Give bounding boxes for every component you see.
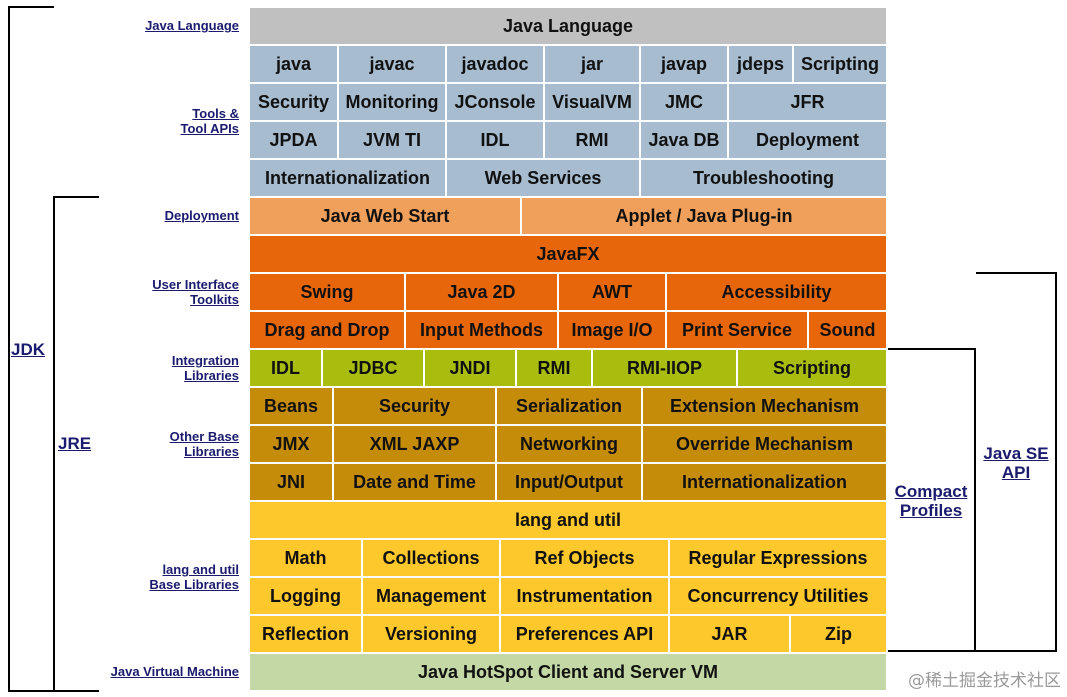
label-java-virtual-machine: Java Virtual Machine <box>110 664 239 679</box>
component-troubleshooting: Troubleshooting <box>640 159 887 197</box>
compact-profiles-bracket-bottom <box>888 650 976 652</box>
java-se-api-bracket-top <box>976 272 1057 274</box>
component-print-service: Print Service <box>666 311 808 349</box>
component-jmc: JMC <box>640 83 728 121</box>
component-serialization: Serialization <box>496 387 642 425</box>
component-internationalization: Internationalization <box>249 159 446 197</box>
component-extension-mechanism: Extension Mechanism <box>642 387 887 425</box>
jdk-bracket-line <box>8 6 10 692</box>
label-java-language: Java Language <box>145 18 239 33</box>
component-xml-jaxp: XML JAXP <box>333 425 496 463</box>
jre-label: JRE <box>57 434 93 453</box>
jre-bracket-top <box>53 196 99 198</box>
component-reflection: Reflection <box>249 615 362 653</box>
jre-bracket-line <box>53 196 55 692</box>
component-security: Security <box>333 387 496 425</box>
jdk-bracket-top <box>8 6 54 8</box>
component-idl: IDL <box>446 121 544 159</box>
component-java-language: Java Language <box>249 7 887 45</box>
component-scripting: Scripting <box>793 45 887 83</box>
component-instrumentation: Instrumentation <box>500 577 669 615</box>
component-java-db: Java DB <box>640 121 728 159</box>
component-java: java <box>249 45 338 83</box>
component-jfr: JFR <box>728 83 887 121</box>
component-javap: javap <box>640 45 728 83</box>
component-jdeps: jdeps <box>728 45 793 83</box>
component-image-i-o: Image I/O <box>558 311 666 349</box>
component-javac: javac <box>338 45 446 83</box>
component-date-and-time: Date and Time <box>333 463 496 501</box>
compact-profiles-bracket-line <box>974 348 976 652</box>
component-rmi: RMI <box>516 349 592 387</box>
component-java-hotspot-client-and-server-vm: Java HotSpot Client and Server VM <box>249 653 887 691</box>
component-preferences-api: Preferences API <box>500 615 669 653</box>
component-ref-objects: Ref Objects <box>500 539 669 577</box>
component-lang-and-util: lang and util <box>249 501 887 539</box>
component-management: Management <box>362 577 500 615</box>
component-jpda: JPDA <box>249 121 338 159</box>
component-rmi: RMI <box>544 121 640 159</box>
component-awt: AWT <box>558 273 666 311</box>
component-jar: JAR <box>669 615 790 653</box>
component-jndi: JNDI <box>424 349 516 387</box>
component-applet-java-plug-in: Applet / Java Plug-in <box>521 197 887 235</box>
compact-profiles-bracket-top <box>888 348 976 350</box>
component-concurrency-utilities: Concurrency Utilities <box>669 577 887 615</box>
component-scripting: Scripting <box>737 349 887 387</box>
component-jni: JNI <box>249 463 333 501</box>
component-jdbc: JDBC <box>322 349 424 387</box>
component-accessibility: Accessibility <box>666 273 887 311</box>
component-override-mechanism: Override Mechanism <box>642 425 887 463</box>
java-se-api-bracket-line <box>1055 272 1057 652</box>
component-rmi-iiop: RMI-IIOP <box>592 349 737 387</box>
component-versioning: Versioning <box>362 615 500 653</box>
component-java-web-start: Java Web Start <box>249 197 521 235</box>
component-security: Security <box>249 83 338 121</box>
component-jconsole: JConsole <box>446 83 544 121</box>
component-jar: jar <box>544 45 640 83</box>
component-input-output: Input/Output <box>496 463 642 501</box>
watermark: @稀土掘金技术社区 <box>908 671 1061 691</box>
component-regular-expressions: Regular Expressions <box>669 539 887 577</box>
component-logging: Logging <box>249 577 362 615</box>
component-jmx: JMX <box>249 425 333 463</box>
component-monitoring: Monitoring <box>338 83 446 121</box>
component-visualvm: VisualVM <box>544 83 640 121</box>
component-input-methods: Input Methods <box>405 311 558 349</box>
component-beans: Beans <box>249 387 333 425</box>
component-networking: Networking <box>496 425 642 463</box>
jre-bracket-bottom <box>53 690 99 692</box>
component-math: Math <box>249 539 362 577</box>
component-javadoc: javadoc <box>446 45 544 83</box>
label-tools-and-tool-apis: Tools &Tool APIs <box>180 106 240 136</box>
component-java-2d: Java 2D <box>405 273 558 311</box>
component-javafx: JavaFX <box>249 235 887 273</box>
component-internationalization: Internationalization <box>642 463 887 501</box>
java-se-api-bracket-bottom <box>976 650 1057 652</box>
component-collections: Collections <box>362 539 500 577</box>
jdk-bracket-bottom <box>8 690 54 692</box>
component-sound: Sound <box>808 311 887 349</box>
jdk-label: JDK <box>10 340 47 359</box>
component-zip: Zip <box>790 615 887 653</box>
component-swing: Swing <box>249 273 405 311</box>
label-deployment: Deployment <box>164 208 239 223</box>
component-idl: IDL <box>249 349 322 387</box>
component-web-services: Web Services <box>446 159 640 197</box>
component-drag-and-drop: Drag and Drop <box>249 311 405 349</box>
component-deployment: Deployment <box>728 121 887 159</box>
component-jvm-ti: JVM TI <box>338 121 446 159</box>
